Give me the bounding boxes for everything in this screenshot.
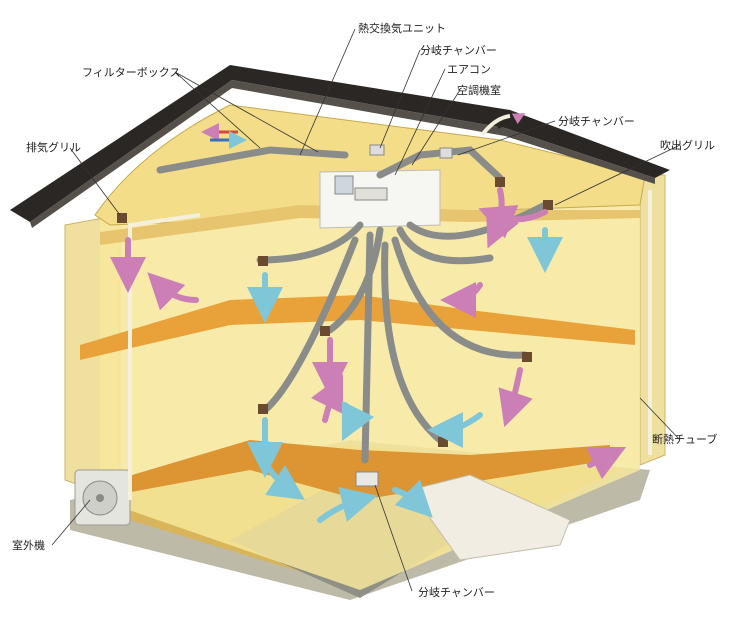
second-floor-slab: [80, 295, 635, 360]
label-branch-chamber-bottom: 分岐チャンバー: [418, 586, 495, 599]
right-wall: [639, 174, 666, 466]
roof-vent-pipe: [480, 114, 511, 137]
label-ac-room: 空調機室: [457, 84, 501, 97]
label-branch-chamber-top-1: 分岐チャンバー: [420, 44, 497, 57]
roof: [10, 65, 670, 222]
branch-chamber-top: [369, 144, 385, 156]
ac-unit-icon: [334, 175, 354, 195]
label-outdoor-unit: 室外機: [12, 539, 45, 552]
label-exhaust-grille: 排気グリル: [26, 141, 81, 154]
label-filter-box: フィルターボックス: [82, 66, 181, 79]
label-branch-chamber-top-2: 分岐チャンバー: [558, 115, 635, 128]
roof-vent-arrow-icon: [497, 113, 526, 129]
entrance-steps: [409, 474, 571, 561]
supply-air-arrows: [110, 187, 627, 480]
label-insulated-tube: 断熱チューブ: [652, 433, 718, 446]
heat-exchange-unit-box: [354, 187, 388, 201]
duct-network: [156, 146, 549, 464]
leader-lines: [51, 28, 681, 592]
branch-chamber-top-right: [439, 147, 453, 159]
label-air-conditioner: エアコン: [447, 63, 491, 76]
label-heat-exchange-unit: 熱交換気ユニット: [358, 22, 446, 35]
first-floor-slab: [115, 440, 610, 500]
label-outlet-grille: 吹出グリル: [660, 139, 715, 152]
return-air-arrows: [247, 227, 563, 523]
insulated-tube: [128, 213, 201, 500]
roof-edge: [30, 80, 655, 228]
branch-chamber-bottom: [355, 471, 379, 487]
